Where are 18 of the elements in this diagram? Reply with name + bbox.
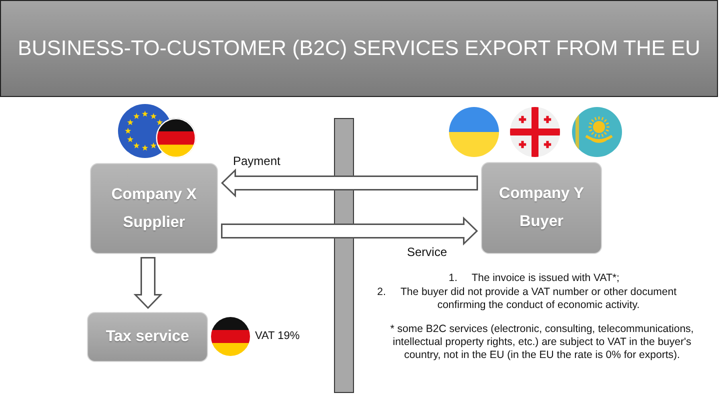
box-label: Tax service <box>105 327 190 347</box>
arrow <box>221 216 478 246</box>
box-label: Company X Supplier <box>110 184 198 232</box>
list-number: 2. <box>376 286 386 298</box>
box-label: Company Y Buyer <box>498 184 584 232</box>
footnote-text: * some B2C services (electronic, consulting, telecommunications, intellectual property rights, etc.) are subject to VAT in the buyer's country, not in the EU (in the EU the rate is 0% for exports). <box>390 322 694 362</box>
process-box <box>481 162 602 254</box>
arrow <box>221 168 478 198</box>
note-text: The buyer did not provide a VAT number or other document confirming the conduct of economic activity. <box>400 286 678 312</box>
edge-label: Payment <box>233 154 280 168</box>
note-text: The invoice is issued with VAT*; <box>471 272 620 284</box>
process-box <box>87 312 208 362</box>
edge-label: Service <box>407 245 448 259</box>
rate-label: VAT 19% <box>255 330 300 343</box>
arrow <box>134 257 162 309</box>
title-text: BUSINESS-TO-CUSTOMER (B2C) SERVICES EXPORT FROM THE EU <box>18 36 700 60</box>
list-number: 1. <box>448 272 458 284</box>
process-box <box>90 163 218 254</box>
